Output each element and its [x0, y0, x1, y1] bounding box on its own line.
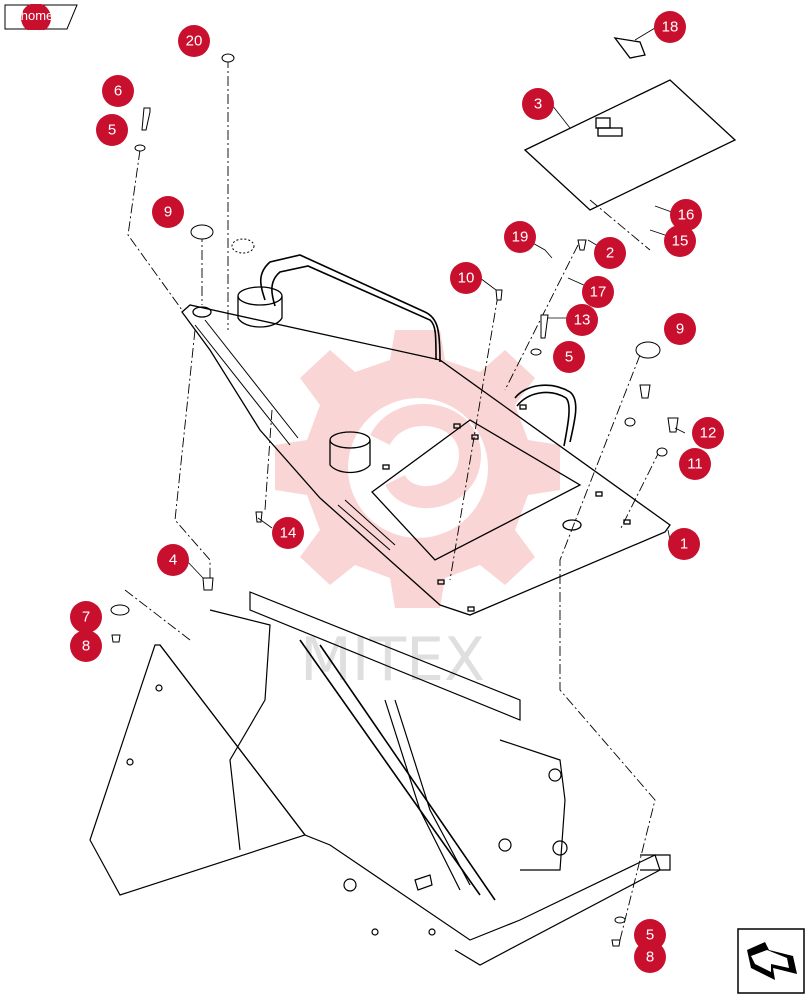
hardware-parts — [110, 53, 679, 947]
svg-text:5: 5 — [565, 349, 573, 366]
callout-12[interactable]: 12 — [692, 417, 724, 449]
svg-text:20: 20 — [186, 33, 203, 50]
svg-text:1: 1 — [680, 536, 688, 553]
callout-13[interactable]: 13 — [566, 304, 598, 336]
callout-9[interactable]: 9 — [152, 196, 184, 228]
callout-1[interactable]: 1 — [668, 528, 700, 560]
callout-8[interactable]: 8 — [70, 630, 102, 662]
callout-16[interactable]: 16 — [670, 199, 702, 231]
svg-text:13: 13 — [574, 312, 591, 329]
svg-text:17: 17 — [590, 284, 607, 301]
watermark-gear — [275, 330, 560, 608]
svg-text:4: 4 — [169, 552, 177, 569]
callout-4[interactable]: 4 — [157, 544, 189, 576]
callout-5[interactable]: 5 — [96, 114, 128, 146]
callout-8b[interactable]: 8 — [634, 941, 666, 973]
home-label: home — [20, 8, 54, 23]
callout-7[interactable]: 7 — [70, 601, 102, 633]
svg-text:15: 15 — [672, 233, 689, 250]
callout-10[interactable]: 10 — [450, 262, 482, 294]
callout-20[interactable]: 20 — [178, 25, 210, 57]
callout-5c[interactable]: 5 — [634, 919, 666, 951]
svg-text:5: 5 — [646, 927, 654, 944]
callout-5b[interactable]: 5 — [553, 341, 585, 373]
cover-plate — [523, 37, 737, 211]
callout-11[interactable]: 11 — [679, 448, 711, 480]
callout-15[interactable]: 15 — [664, 225, 696, 257]
home-button[interactable]: home — [4, 4, 78, 30]
callouts: 20 18 6 3 5 9 19 16 2 15 10 17 13 5 9 12… — [70, 11, 724, 973]
svg-text:12: 12 — [700, 425, 717, 442]
callout-2[interactable]: 2 — [594, 237, 626, 269]
callout-9b[interactable]: 9 — [664, 313, 696, 345]
svg-text:2: 2 — [606, 245, 614, 262]
svg-text:5: 5 — [108, 122, 116, 139]
svg-text:9: 9 — [164, 204, 172, 221]
callout-6[interactable]: 6 — [102, 75, 134, 107]
svg-text:18: 18 — [662, 19, 679, 36]
svg-text:8: 8 — [646, 949, 654, 966]
svg-text:9: 9 — [676, 321, 684, 338]
svg-text:14: 14 — [280, 525, 297, 542]
svg-text:16: 16 — [678, 207, 695, 224]
callout-14[interactable]: 14 — [272, 517, 304, 549]
callout-18[interactable]: 18 — [654, 11, 686, 43]
svg-text:10: 10 — [458, 270, 475, 287]
svg-text:3: 3 — [534, 96, 542, 113]
top-plate — [181, 254, 671, 616]
callout-3[interactable]: 3 — [522, 88, 554, 120]
leader-lines — [124, 58, 661, 941]
svg-text:11: 11 — [687, 456, 703, 473]
watermark-text: MITEX — [300, 625, 485, 695]
svg-text:19: 19 — [512, 229, 529, 246]
next-page-arrow-icon[interactable] — [737, 928, 805, 994]
next-arrow-shape — [737, 928, 805, 994]
svg-text:8: 8 — [82, 638, 90, 655]
home-tab-shape — [4, 4, 78, 30]
svg-text:6: 6 — [114, 83, 122, 100]
lower-frame — [89, 591, 671, 966]
svg-text:7: 7 — [82, 609, 90, 626]
callout-19[interactable]: 19 — [504, 221, 536, 253]
callout-17[interactable]: 17 — [582, 276, 614, 308]
